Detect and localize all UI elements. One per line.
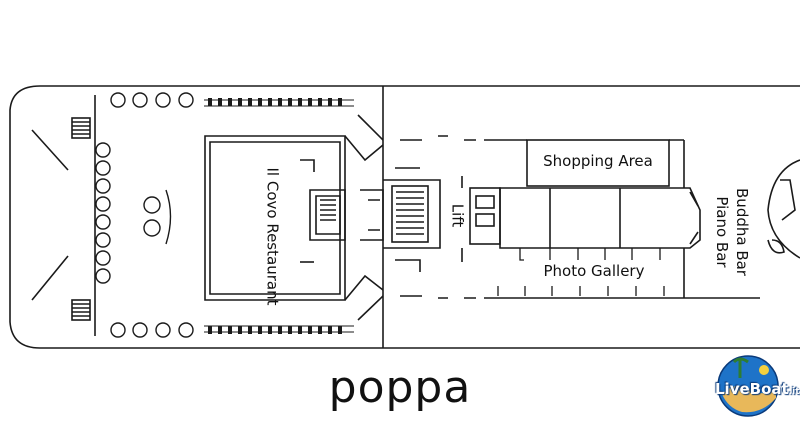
shopping-area-outline: [526, 139, 670, 187]
liveboat-logo: [717, 355, 779, 417]
logo-suffix-text: .it: [788, 387, 800, 397]
shopping-area-label: Shopping Area: [543, 152, 653, 170]
hull-outline: [9, 85, 800, 349]
lift-label: Lift: [448, 203, 467, 228]
restaurant-label: Il Covo Restaurant: [263, 167, 282, 306]
photo-gallery-label: Photo Gallery: [543, 262, 645, 280]
stern-label: poppa: [328, 362, 472, 413]
piano-bar-label: Buddha Bar Piano Bar: [713, 188, 751, 276]
liveboat-logo-text: LiveBoat.it: [715, 380, 800, 398]
logo-main-text: LiveBoat: [715, 380, 789, 398]
